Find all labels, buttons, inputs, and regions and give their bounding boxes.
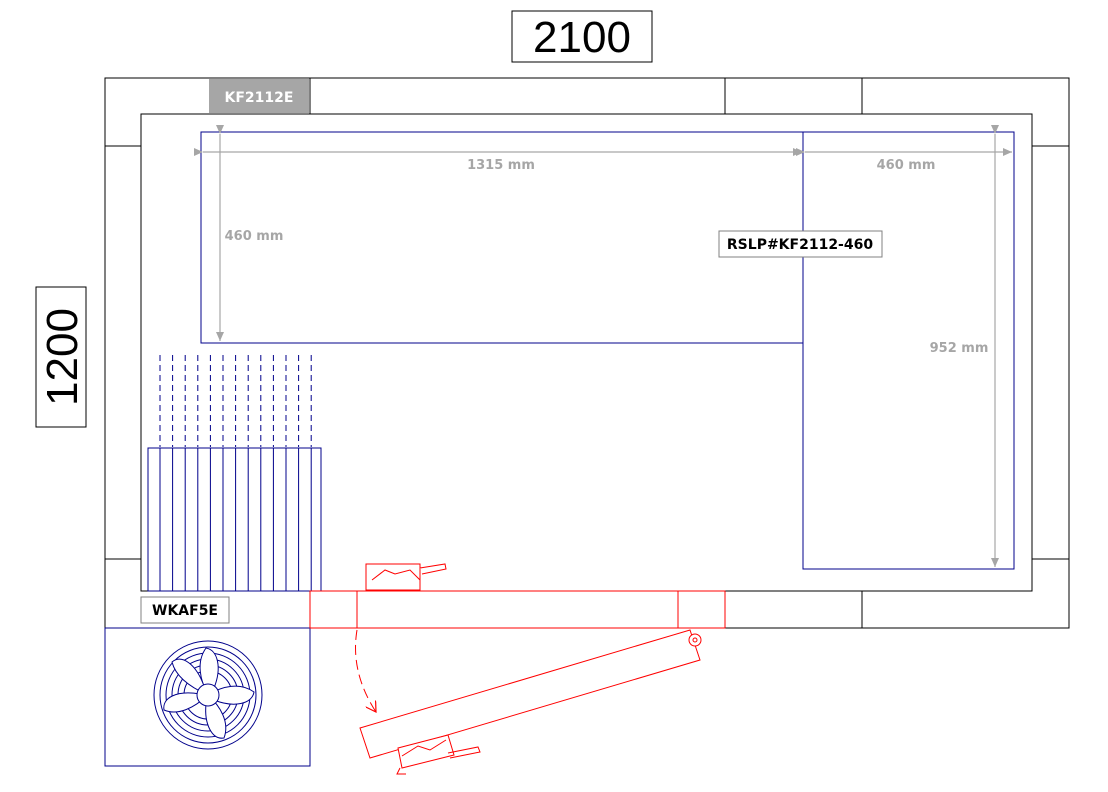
shelf-long-depth: 460 mm: [225, 229, 284, 244]
shelf-short-width: 460 mm: [877, 158, 936, 173]
cooling-unit-tag-label: WKAF5E: [152, 603, 218, 619]
top-panel-tag-label: KF2112E: [225, 90, 294, 106]
shelf-short-length: 952 mm: [930, 341, 989, 356]
evaporator: [147, 355, 322, 592]
door: [309, 563, 726, 775]
inner-wall: [140, 113, 1033, 592]
top-panel-tag: KF2112E: [209, 79, 309, 113]
cooling-unit-tag: [140, 596, 230, 624]
width-dimension: 2100: [511, 10, 653, 63]
shelf-short: [802, 131, 1015, 570]
cooling-unit-body: [104, 627, 311, 767]
shelf-long-length: 1315 mm: [467, 158, 535, 173]
height-dimension-label: 1200: [38, 308, 87, 406]
height-dimension: 1200: [35, 286, 87, 428]
fan-icon: [153, 640, 263, 750]
shelf-tag-label: RSLP#KF2112-460: [727, 237, 873, 253]
width-dimension-label: 2100: [533, 13, 631, 62]
door-leaf: [359, 629, 702, 775]
door-handle-icon: [365, 563, 447, 591]
shelf-tag: RSLP#KF2112-460: [718, 230, 883, 258]
door-frame: [309, 590, 726, 629]
cooling-unit: WKAF5E: [104, 596, 311, 767]
shelving: [200, 131, 1015, 570]
evaporator-body: [147, 447, 322, 592]
dimension-lines: [194, 125, 1012, 567]
